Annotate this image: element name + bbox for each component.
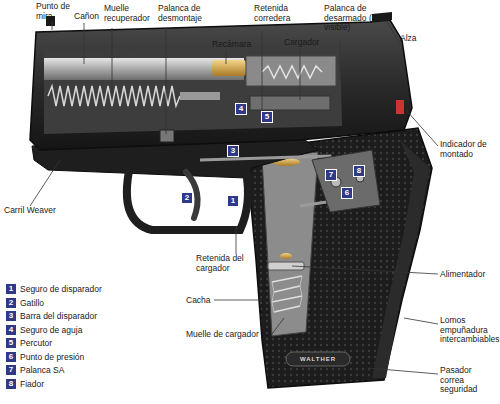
part-label: Muelle de cargador <box>186 330 266 340</box>
legend-text: Punto de presión <box>20 352 84 362</box>
part-label: Lomos empuñadura intercambiables <box>440 316 500 345</box>
chamber-cartridge <box>212 60 246 76</box>
grip-badge <box>286 352 350 366</box>
cutaway <box>44 46 342 134</box>
breech-block <box>246 56 336 86</box>
legend-number: 5 <box>6 338 16 348</box>
part-label: Muelle recuperador <box>104 4 164 23</box>
legend-number: 1 <box>6 284 16 294</box>
guide-rod <box>180 92 220 100</box>
legend-text: Percutor <box>20 338 52 348</box>
part-label: Pasador correa seguridad <box>440 366 498 395</box>
legend-text: Seguro de aguja <box>20 325 82 335</box>
slide <box>30 20 412 150</box>
part-label: Punto de mira <box>36 2 76 21</box>
callout-number: 3 <box>228 146 238 156</box>
part-label: Recámara <box>212 40 262 50</box>
callout-number: 7 <box>326 170 336 180</box>
trigger-mechanism <box>312 150 380 212</box>
trigger-guard <box>127 166 248 230</box>
callout-number: 5 <box>262 112 272 122</box>
part-label: Retenida corredera <box>254 4 314 23</box>
cocking-indicator <box>396 100 404 114</box>
legend-number: 2 <box>6 298 16 308</box>
part-label: Palanca de desarmado (no visible) <box>324 4 396 33</box>
magazine-spring-coils <box>272 276 302 312</box>
grip <box>248 128 432 388</box>
part-label: Retenida del cargador <box>196 254 260 273</box>
callout-number: 1 <box>228 196 238 206</box>
legend-number: 3 <box>6 311 16 321</box>
legend-number: 6 <box>6 352 16 362</box>
part-label: Alza <box>400 34 430 44</box>
cartridge <box>280 253 292 259</box>
legend-text: Seguro de disparador <box>20 284 102 294</box>
legend-text: Palanca SA <box>20 365 64 375</box>
striker-spring <box>262 66 322 78</box>
callout-number: 6 <box>342 188 352 198</box>
magazine-spring <box>272 276 302 312</box>
part-label: Carril Weaver <box>4 206 64 216</box>
backstrap <box>372 140 430 378</box>
legend-number: 8 <box>6 379 16 389</box>
legend-text: Gatillo <box>20 298 44 308</box>
brand-mark: WALTHER <box>288 356 348 363</box>
part-label: Cargador <box>284 38 334 48</box>
callout-number: 8 <box>354 166 364 176</box>
part-label: Indicador de montado <box>440 140 498 159</box>
legend-text: Fiador <box>20 379 44 389</box>
part-label: Palanca de desmontaje <box>158 4 228 23</box>
callout-number: 2 <box>182 193 192 203</box>
takedown-lever <box>160 130 174 142</box>
magazine <box>262 152 318 336</box>
legend-number: 7 <box>6 365 16 375</box>
part-label: Cacha <box>186 296 226 306</box>
legend-text: Barra del disparador <box>20 311 97 321</box>
callout-number: 4 <box>236 104 246 114</box>
recoil-spring <box>48 86 180 106</box>
part-label: Alimentador <box>440 270 498 280</box>
legend-number: 4 <box>6 325 16 335</box>
